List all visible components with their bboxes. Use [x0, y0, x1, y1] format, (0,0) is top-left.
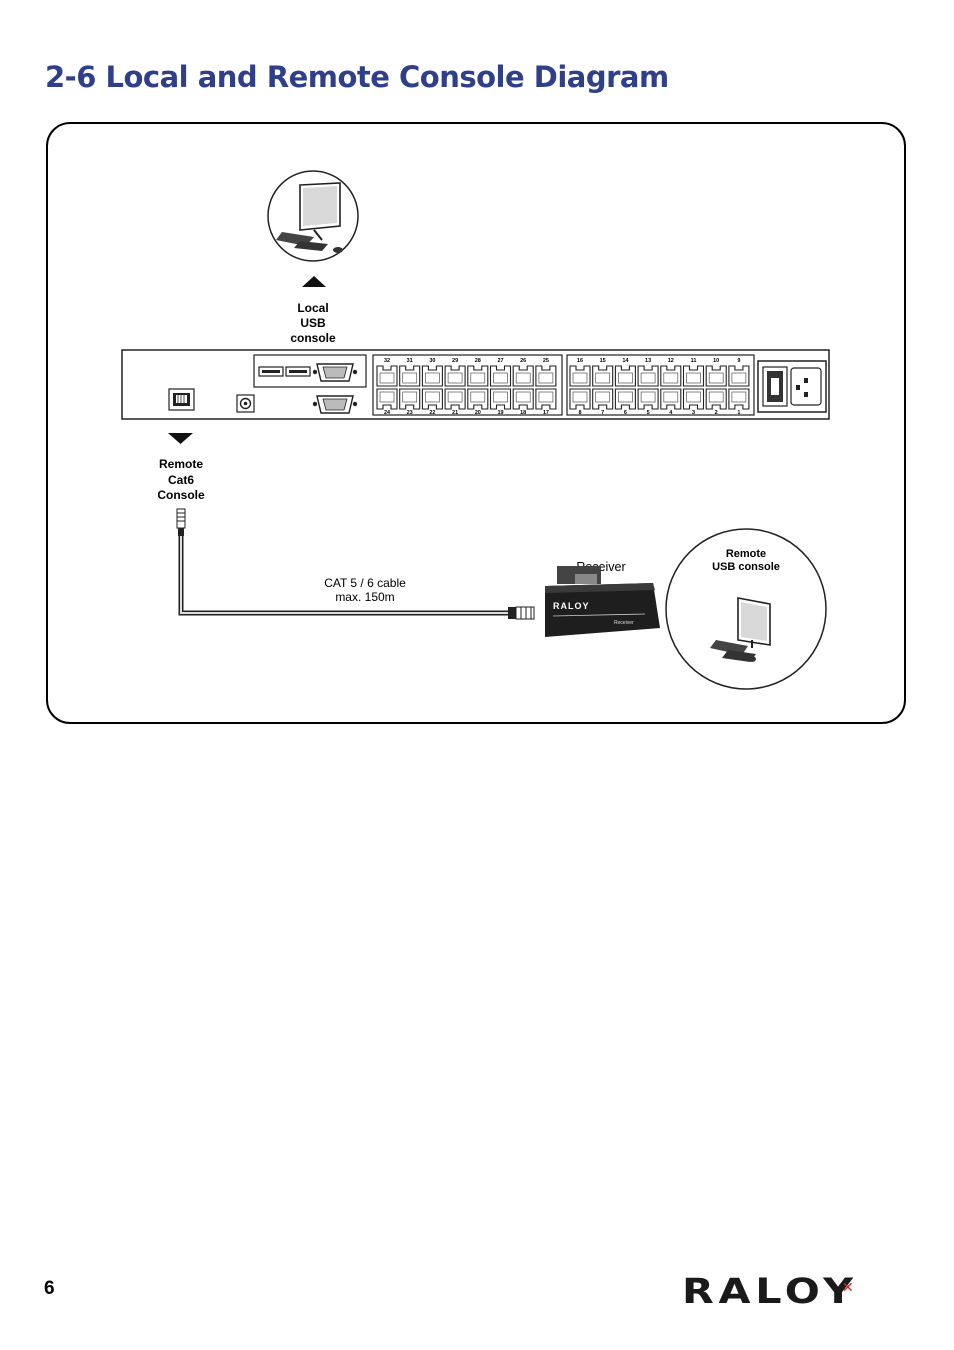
port-number-label: 4 — [669, 410, 673, 416]
port-number-label: 25 — [543, 358, 549, 364]
remote-cat6-line2: Cat6 — [168, 473, 194, 487]
port-number-label: 10 — [713, 358, 719, 364]
port-number-label: 5 — [647, 410, 650, 416]
port-number-label: 19 — [497, 410, 503, 416]
remote-cat6-line3: Console — [157, 488, 205, 502]
remote-usb-line1: Remote — [726, 548, 766, 560]
rj45-port-icon — [535, 388, 557, 410]
port-number-label: 20 — [475, 410, 481, 416]
raloy-logo: RALOY — [682, 1272, 858, 1312]
rj45-port-icon — [489, 388, 512, 410]
port-number-label: 28 — [475, 358, 481, 364]
remote-cat6-line1: Remote — [159, 457, 203, 471]
rj45-port-icon — [569, 388, 591, 410]
port-number-label: 29 — [452, 358, 458, 364]
port-number-label: 9 — [737, 358, 740, 364]
local-console-line1: Local — [297, 301, 328, 315]
vga-port-icon — [312, 395, 358, 414]
kvm-rear-panel: 3224312330222921282027192618251716815714… — [121, 349, 830, 420]
receiver-brand: RALOY — [553, 601, 590, 611]
arrow-down-icon — [168, 433, 193, 444]
rj45-port-icon — [444, 388, 466, 410]
rj45-port-icon — [637, 388, 659, 410]
rj45-port-icon — [535, 365, 557, 387]
remote-monitor-illustration — [665, 528, 827, 690]
rj45-port-icon — [444, 365, 466, 387]
rj45-port-icon — [682, 388, 705, 410]
rj45-port-icon — [728, 388, 750, 410]
rj45-port-icon — [728, 365, 750, 387]
local-console-line2: USB — [300, 316, 326, 330]
page-title: 2-6 Local and Remote Console Diagram — [45, 60, 669, 94]
vga-port-icon — [312, 363, 358, 382]
rj45-port-icon — [421, 365, 443, 387]
rj45-port-icon — [705, 365, 727, 387]
rj45-port-icon — [512, 388, 534, 410]
port-number-label: 22 — [429, 410, 435, 416]
port-number-label: 31 — [407, 358, 413, 364]
port-number-labels: 3224312330222921282027192618251716815714… — [384, 358, 740, 416]
arrow-up-icon — [302, 276, 326, 287]
port-number-label: 23 — [407, 410, 413, 416]
rj45-port-icon — [705, 388, 727, 410]
rj45-port-icon — [614, 388, 636, 410]
port-number-label: 6 — [624, 410, 627, 416]
receiver-unit: RALOY Receiver — [545, 566, 660, 637]
local-console-line3: console — [290, 331, 336, 345]
rj45-port-icon — [399, 388, 421, 410]
port-number-label: 13 — [645, 358, 651, 364]
rj45-port-icon — [660, 388, 682, 410]
port-number-label: 14 — [622, 358, 629, 364]
dc-power-jack — [236, 394, 255, 413]
rj45-port-icon — [376, 388, 398, 410]
console-diagram: Local USB console — [121, 170, 830, 690]
port-number-label: 30 — [429, 358, 435, 364]
port-number-label: 3 — [692, 410, 695, 416]
port-number-label: 7 — [601, 410, 604, 416]
port-number-label: 16 — [577, 358, 583, 364]
rj45-port-icon — [489, 365, 512, 387]
usb-port-icon — [285, 366, 311, 377]
port-number-label: 8 — [578, 410, 581, 416]
rj45-port-icon — [592, 388, 614, 410]
usb-port-icon — [258, 366, 284, 377]
rj45-remote-port — [168, 388, 195, 411]
rj45-port-icon — [421, 388, 443, 410]
port-number-label: 18 — [520, 410, 526, 416]
port-number-label: 26 — [520, 358, 526, 364]
port-number-label: 27 — [497, 358, 503, 364]
logo-accent-icon: ✕ — [842, 1280, 854, 1296]
diagram-frame — [46, 122, 906, 724]
rj45-port-icon — [399, 365, 421, 387]
receiver-panel-text: Receiver — [614, 620, 634, 626]
rj45-port-icon — [592, 365, 614, 387]
rj45-port-icon — [512, 365, 534, 387]
rj45-port-icon — [569, 365, 591, 387]
port-number-label: 24 — [384, 410, 391, 416]
ac-power-inlet — [757, 360, 827, 413]
rj45-port-icon — [660, 365, 682, 387]
port-number-label: 17 — [543, 410, 549, 416]
rj45-port-icon — [637, 365, 659, 387]
rj45-port-icon — [614, 365, 636, 387]
port-number-label: 32 — [384, 358, 390, 364]
remote-usb-line2: USB console — [712, 561, 780, 573]
rj45-port-icon — [682, 365, 705, 387]
page-number: 6 — [44, 1278, 55, 1299]
computer-ports — [376, 365, 750, 410]
port-number-label: 12 — [668, 358, 674, 364]
port-number-label: 11 — [691, 358, 697, 364]
cable-label-line2: max. 150m — [335, 590, 394, 604]
port-number-label: 1 — [737, 410, 740, 416]
rj45-port-icon — [467, 388, 489, 410]
cable-label-line1: CAT 5 / 6 cable — [324, 576, 406, 590]
rj45-port-icon — [467, 365, 489, 387]
local-monitor-illustration — [267, 170, 359, 262]
port-number-label: 21 — [452, 410, 458, 416]
rj45-port-icon — [376, 365, 398, 387]
port-number-label: 15 — [600, 358, 606, 364]
cat6-cable — [176, 508, 535, 620]
port-number-label: 2 — [715, 410, 718, 416]
